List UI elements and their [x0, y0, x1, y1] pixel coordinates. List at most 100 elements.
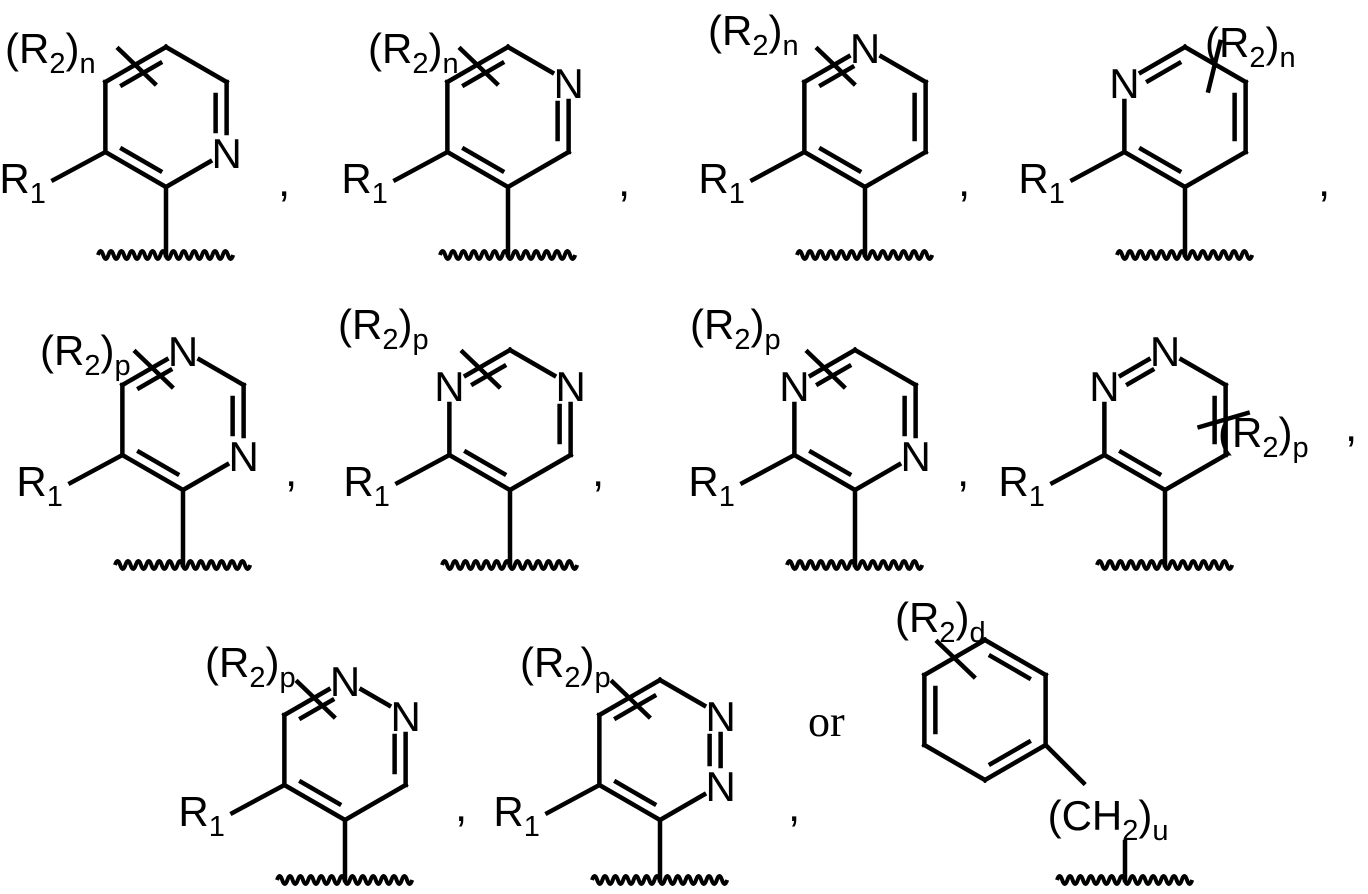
- r2-substituent-label: (R2)n: [5, 28, 96, 79]
- r1-label-part: 1: [208, 811, 225, 843]
- r1-label-part: R: [698, 155, 729, 202]
- r1-label: R1: [1018, 155, 1064, 209]
- comma-separator: ,: [285, 447, 298, 496]
- ring-bond: [1181, 148, 1249, 191]
- r2-substituent-label: (R2)p: [1218, 409, 1309, 463]
- r1-label-part: 1: [728, 178, 745, 210]
- double-bond-inner-line: [1138, 145, 1183, 175]
- double-bond-inner-line: [808, 448, 853, 478]
- attachment-point-wavy-line: [96, 249, 236, 261]
- nitrogen-atom: N: [553, 60, 584, 107]
- comma-separator: ,: [618, 157, 631, 206]
- r1-label: R1: [341, 155, 387, 209]
- attachment-point-wavy-line: [1115, 249, 1255, 261]
- r2-substituent-label-part: ): [398, 301, 413, 348]
- r1-bond: [544, 781, 603, 817]
- r1-label-part: 1: [718, 481, 735, 513]
- r2-substituent-label-part: n: [79, 48, 96, 80]
- nitrogen-atom: N: [1089, 363, 1120, 410]
- substituent-crossing-bond: [1205, 39, 1223, 94]
- r2-substituent-label-part: p: [279, 662, 296, 694]
- nitrogen-atom: N: [434, 363, 465, 410]
- substituent-crossing-bond: [115, 45, 158, 87]
- double-bond-inner-line: [613, 778, 658, 808]
- substituent-crossing-bond: [459, 348, 502, 390]
- nitrogen-atom: N: [900, 433, 931, 480]
- r1-label-part: R: [688, 458, 719, 505]
- ring-bond: [1117, 356, 1152, 379]
- r2-substituent-label-part: ): [1278, 409, 1293, 456]
- r2-substituent-label-part: p: [412, 324, 429, 356]
- nitrogen-atom: N: [390, 693, 421, 740]
- ring-bond: [1161, 451, 1229, 494]
- r1-label-part: R: [493, 788, 524, 835]
- r2-substituent-label-part: n: [782, 30, 799, 62]
- ring-bond: [179, 461, 231, 494]
- r1-label-part: R: [178, 788, 209, 835]
- r1-label-part: R: [0, 155, 30, 202]
- comma-separator: ,: [1345, 402, 1358, 451]
- r2-substituent-label-part: 2: [1249, 42, 1266, 74]
- ring-bond: [1121, 148, 1189, 191]
- r1-label-part: R: [16, 458, 47, 505]
- ring-bond: [119, 356, 170, 389]
- ring-bond: [119, 451, 187, 494]
- attachment-point-wavy-line: [1095, 559, 1235, 571]
- r2-substituent-label-part: 2: [412, 48, 429, 80]
- ring-bond: [656, 676, 708, 709]
- r2-substituent-label-part: 2: [752, 30, 769, 62]
- ring-bond: [851, 461, 903, 494]
- ring-bond: [801, 53, 852, 86]
- ring-bond: [506, 451, 574, 494]
- attachment-point-wavy-line: [785, 559, 925, 571]
- r1-label-part: R: [1018, 155, 1049, 202]
- r2-substituent-label-part: (R: [690, 301, 735, 348]
- r2-substituent-label-part: ): [750, 301, 765, 348]
- r2-substituent-label-part: (R: [708, 7, 753, 54]
- substituent-crossing-bond: [1196, 410, 1251, 430]
- ring-bond: [861, 148, 929, 191]
- double-bond-inner-line: [298, 696, 336, 722]
- double-bond-inner-line: [463, 448, 508, 478]
- r2-substituent-label-part: (R: [895, 594, 940, 641]
- attachment-point-wavy-line: [113, 559, 253, 571]
- ring-bond: [981, 741, 1049, 784]
- r1-label-part: R: [998, 458, 1029, 505]
- double-bond-inner-line: [987, 652, 1032, 682]
- comma-separator: ,: [592, 447, 605, 496]
- r2-substituent-label: (R2)p: [205, 639, 296, 693]
- double-bond-inner-line: [119, 59, 164, 89]
- substituent-crossing-bond: [934, 638, 977, 680]
- r2-substituent-label-part: ): [100, 327, 115, 374]
- r1-label-part: R: [341, 155, 372, 202]
- substituent-crossing-bond: [804, 348, 847, 390]
- nitrogen-atom: N: [329, 658, 361, 705]
- r2-substituent-label-part: 2: [249, 662, 266, 694]
- r1-label: R1: [178, 788, 224, 842]
- r2-substituent-label-part: 2: [49, 48, 66, 80]
- ring-bond: [1178, 356, 1229, 389]
- ring-bond: [656, 791, 708, 824]
- r2-substituent-label-part: 2: [734, 324, 751, 356]
- double-bond-inner-line: [461, 59, 506, 89]
- comma-separator: ,: [1318, 157, 1331, 206]
- nitrogen-atom: N: [228, 433, 259, 480]
- r1-label: R1: [698, 155, 744, 209]
- nitrogen-atom: N: [705, 763, 736, 810]
- ring-bond: [504, 148, 572, 191]
- r2-substituent-label-part: ): [265, 639, 280, 686]
- r2-substituent-label-part: ): [955, 594, 970, 641]
- double-bond-inner-line: [1124, 366, 1156, 388]
- comma-separator: ,: [455, 782, 468, 831]
- ring-bond: [807, 346, 859, 379]
- r1-label-part: 1: [1048, 178, 1065, 210]
- r2-substituent-label-part: 2: [84, 350, 101, 382]
- nitrogen-atom: N: [705, 693, 736, 740]
- r1-bond: [50, 148, 109, 184]
- r2-substituent-label: (R2)n: [368, 28, 459, 79]
- r1-label: R1: [0, 155, 46, 209]
- ring-bond: [196, 356, 247, 389]
- r2-substituent-label-part: ): [580, 639, 595, 686]
